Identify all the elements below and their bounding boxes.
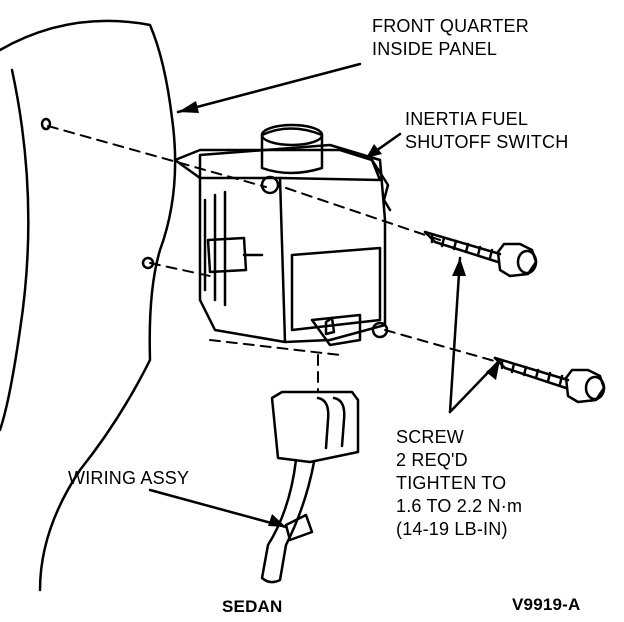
switch-bracket <box>310 313 362 347</box>
upper-screw <box>423 230 538 278</box>
model-label: SEDAN <box>222 597 283 616</box>
inertia-switch-label-line2: SHUTOFF SWITCH <box>405 132 569 152</box>
arrow-inertia <box>366 144 382 158</box>
switch-top-face <box>173 148 382 182</box>
connector-latch <box>316 396 330 450</box>
switch-cap-top <box>260 123 324 147</box>
switch-clip <box>206 236 248 274</box>
inertia-switch-label-line1: INERTIA FUEL <box>405 109 529 129</box>
screw-label-line1: SCREW <box>396 427 464 447</box>
lower-screw-line <box>384 329 499 363</box>
wiring-assy-label: WIRING ASSY <box>68 468 190 488</box>
quarter-panel-inner-edge <box>0 68 30 432</box>
front-quarter-label-line1: FRONT QUARTER <box>372 16 529 36</box>
arrow-wiring <box>268 514 286 527</box>
screw-label-line3: TIGHTEN TO <box>396 473 507 493</box>
upper-screw-line <box>285 187 441 241</box>
screw-label-line5: (14-19 LB-IN) <box>396 519 508 539</box>
lower-panel-hole <box>141 256 155 270</box>
front-quarter-label-line2: INSIDE PANEL <box>372 39 498 59</box>
wiring-harness <box>260 458 316 584</box>
leader-screw-upper <box>448 256 462 414</box>
switch-notch <box>370 158 392 212</box>
switch-upper-ear <box>260 175 280 195</box>
leader-front-quarter <box>176 62 362 114</box>
quarter-panel-outline <box>0 19 177 592</box>
upper-panel-hole <box>40 117 52 131</box>
screw-label-line2: 2 REQ'D <box>396 450 468 470</box>
connector-latch-2 <box>332 396 346 448</box>
arrow-front-quarter <box>178 101 199 113</box>
switch-bracket-hole <box>324 316 336 336</box>
switch-side-panel <box>290 246 382 332</box>
figure-id: V9919-A <box>512 595 581 614</box>
bottom-dash <box>209 339 341 356</box>
leader-wiring <box>148 488 288 529</box>
screw-label-line4: 1.6 TO 2.2 N·m <box>396 496 523 516</box>
arrow-screw-upper <box>452 258 466 276</box>
switch-front-edge <box>278 176 287 344</box>
arrow-screw-lower <box>486 360 500 380</box>
switch-lower-ear <box>371 321 389 339</box>
wiring-tape <box>284 513 314 542</box>
connector-body <box>270 390 360 464</box>
lower-screw <box>493 356 606 404</box>
switch-cap <box>260 127 324 175</box>
